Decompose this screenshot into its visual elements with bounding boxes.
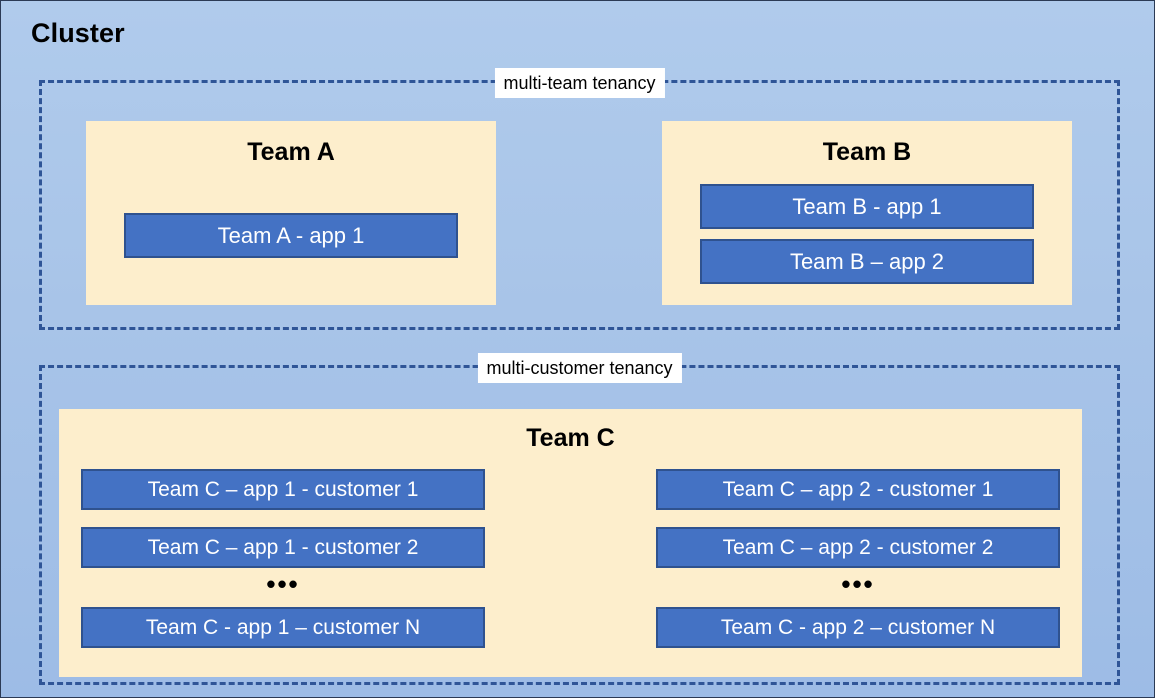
region-multi-team-tenancy: multi-team tenancy Team A Team A - app 1… (39, 68, 1120, 330)
app-box-team-c-app-2-customer-n[interactable]: Team C - app 2 – customer N (656, 607, 1060, 648)
team-a-title: Team A (247, 138, 335, 166)
team-box-b: Team B Team B - app 1 Team B – app 2 (662, 121, 1072, 305)
team-box-a: Team A Team A - app 1 (86, 121, 496, 305)
cluster-title: Cluster (31, 18, 125, 48)
app-box-team-c-app-1-customer-2[interactable]: Team C – app 1 - customer 2 (81, 527, 485, 568)
app-box-team-a-app-1[interactable]: Team A - app 1 (124, 213, 458, 258)
app-box-team-b-app-2[interactable]: Team B – app 2 (700, 239, 1034, 284)
team-box-c: Team C Team C – app 1 - customer 1 Team … (59, 409, 1082, 677)
team-a-app-list: Team A - app 1 (124, 213, 458, 258)
team-c-app-1-column: Team C – app 1 - customer 1 Team C – app… (81, 469, 485, 648)
ellipsis-team-c-app-1: ••• (266, 569, 300, 599)
app-box-team-b-app-1[interactable]: Team B - app 1 (700, 184, 1034, 229)
team-b-title: Team B (822, 138, 912, 166)
team-c-columns: Team C – app 1 - customer 1 Team C – app… (59, 469, 1082, 648)
region-multi-customer-tenancy: multi-customer tenancy Team C Team C – a… (39, 353, 1120, 685)
team-b-app-list: Team B - app 1 Team B – app 2 (700, 184, 1034, 284)
team-c-title: Team C (526, 424, 615, 452)
app-box-team-c-app-2-customer-1[interactable]: Team C – app 2 - customer 1 (656, 469, 1060, 510)
app-box-team-c-app-1-customer-n[interactable]: Team C - app 1 – customer N (81, 607, 485, 648)
app-box-team-c-app-2-customer-2[interactable]: Team C – app 2 - customer 2 (656, 527, 1060, 568)
region-label-multi-team-tenancy: multi-team tenancy (494, 68, 665, 98)
team-c-app-2-column: Team C – app 2 - customer 1 Team C – app… (656, 469, 1060, 648)
ellipsis-team-c-app-2: ••• (841, 569, 875, 599)
region-label-multi-customer-tenancy: multi-customer tenancy (477, 353, 682, 383)
app-box-team-c-app-1-customer-1[interactable]: Team C – app 1 - customer 1 (81, 469, 485, 510)
